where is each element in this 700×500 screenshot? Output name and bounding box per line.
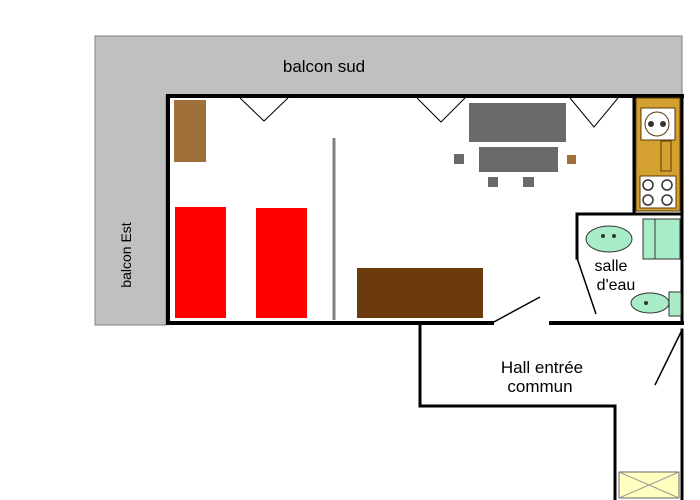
washbasin: [585, 225, 633, 253]
chair: [488, 177, 498, 187]
label-bathroom-line1: salle: [595, 258, 628, 275]
toilet-bowl: [630, 292, 670, 314]
label-hall-line1: Hall entrée: [501, 358, 583, 377]
chair: [523, 177, 534, 187]
small-stool: [567, 155, 576, 164]
dining-table-bench: [479, 147, 558, 172]
nightstand: [174, 100, 206, 162]
label-balcony-east: balcon Est: [118, 222, 134, 287]
kitchenette: [635, 97, 681, 212]
bathroom-fixtures: [585, 218, 682, 317]
label-hall-line2: commun: [507, 377, 572, 396]
window-marker: [416, 97, 466, 123]
dining-table: [469, 103, 566, 142]
sofa: [357, 268, 483, 318]
door-swing: [491, 296, 541, 324]
shower: [642, 218, 681, 260]
chair: [454, 154, 464, 164]
toilet-tank: [668, 291, 682, 317]
walls: [166, 94, 684, 500]
bed-right: [256, 208, 307, 318]
bed-left: [175, 207, 226, 318]
door-swing: [576, 257, 597, 315]
window-marker: [239, 97, 289, 122]
label-bathroom-line2: d'eau: [597, 277, 636, 294]
door-swing: [654, 329, 683, 386]
label-balcony-south: balcon sud: [283, 57, 365, 76]
window-marker: [569, 97, 619, 128]
